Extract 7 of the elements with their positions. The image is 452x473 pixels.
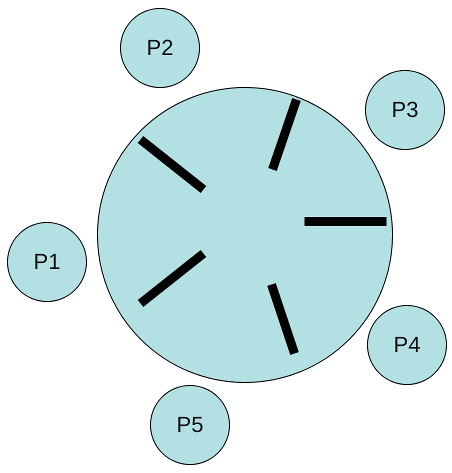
node-label: P3 [392,97,418,123]
chopstick-bar [136,134,208,194]
node-label: P4 [394,332,420,358]
chopstick-bar [136,248,208,308]
node-label: P2 [146,35,174,61]
node-label: P5 [176,412,204,438]
node-label: P1 [34,249,60,275]
